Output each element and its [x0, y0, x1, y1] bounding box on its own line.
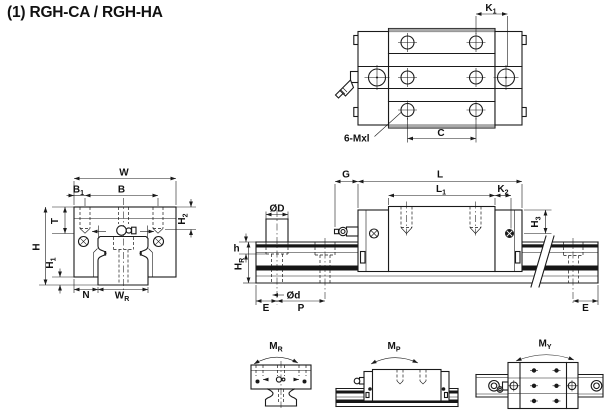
- dim-label-b: B: [118, 185, 125, 196]
- dim-label-k2: K2: [497, 184, 508, 197]
- dim-label-p: P: [298, 303, 305, 314]
- grease-nipple-side-icon: [333, 226, 359, 237]
- dim-label-h1: H1: [45, 257, 58, 268]
- mini-mounting-holes: [530, 368, 561, 404]
- dim-label-c: C: [437, 128, 444, 139]
- dim-label-h: H: [32, 243, 43, 250]
- moment-pitch-diagram: [335, 357, 459, 408]
- grease-port-targets: [364, 65, 519, 90]
- dim-label-w: W: [119, 168, 129, 179]
- mounting-bolt-note: 6-Mxl: [344, 134, 370, 145]
- grease-nipple-front-icon: [116, 225, 137, 236]
- dimension-labels: K1 C 6-Mxl W B1 B T H H1 H2 N WR ØD Ød h…: [32, 3, 590, 354]
- dim-label-n: N: [82, 290, 89, 301]
- dim-label-l: L: [437, 170, 443, 181]
- dim-label-g: G: [342, 170, 350, 181]
- top-view-drawing: [334, 12, 527, 143]
- moment-label-mp: MP: [387, 341, 400, 354]
- side-view-drawing: [333, 179, 599, 305]
- mounting-holes: [398, 33, 486, 120]
- rail-cross-section: [97, 235, 149, 286]
- dim-label-dia-d: Ød: [287, 291, 301, 302]
- moment-label-my: MY: [538, 339, 551, 352]
- moment-yaw-diagram: [475, 354, 604, 410]
- face-screws: [77, 235, 165, 248]
- dim-label-h2: H2: [177, 213, 190, 224]
- grease-nipple-top-icon: [334, 70, 359, 99]
- moment-roll-diagram: [250, 356, 312, 408]
- dim-label-b1: B1: [73, 185, 84, 198]
- dim-label-l1: L1: [436, 184, 446, 197]
- tapped-holes-front: [79, 207, 164, 234]
- dim-label-k1: K1: [485, 3, 496, 16]
- moment-label-mr: MR: [269, 341, 282, 354]
- dim-label-t: T: [50, 218, 61, 224]
- end-seal-screw-icon: [368, 228, 514, 239]
- dim-label-h3: H3: [530, 216, 543, 227]
- dim-label-hr: HR: [234, 258, 247, 270]
- dim-label-dia-D: ØD: [270, 204, 285, 215]
- dim-label-e-end: E: [582, 303, 589, 314]
- dim-label-wr: WR: [115, 291, 130, 304]
- page-title: (1) RGH-CA / RGH-HA: [7, 4, 163, 21]
- rail-hole-profile-drawing: [239, 210, 325, 305]
- tapped-holes-side: [400, 201, 482, 238]
- datum-markers: [92, 225, 154, 238]
- dim-label-e-rail: E: [263, 303, 270, 314]
- dim-label-h-depth: h: [233, 244, 239, 255]
- front-view-drawing: [39, 176, 196, 294]
